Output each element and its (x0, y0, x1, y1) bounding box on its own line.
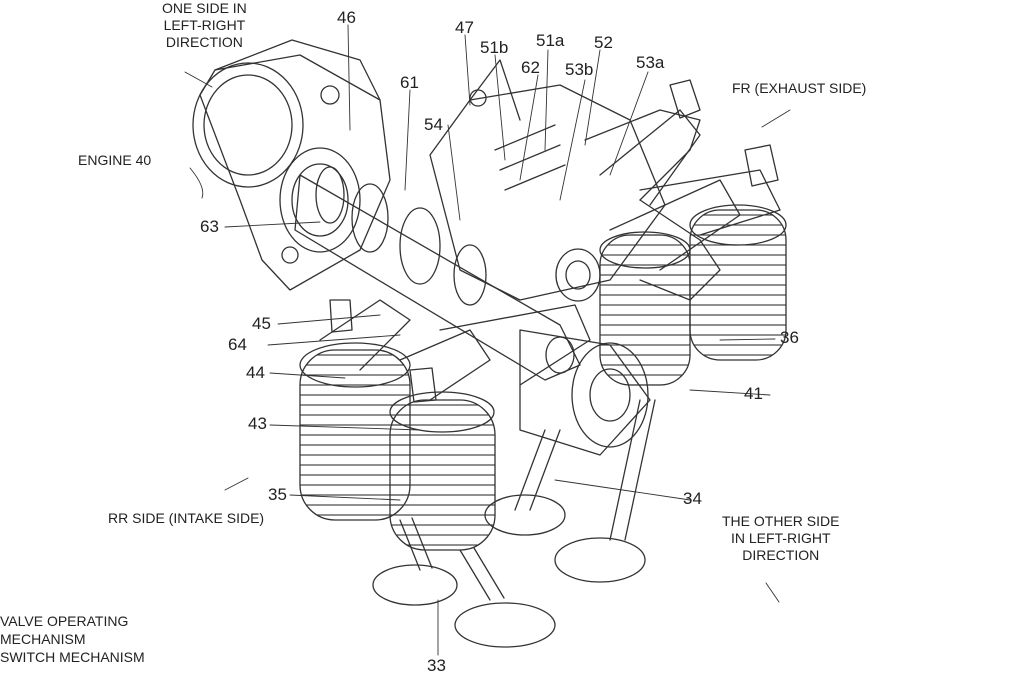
ref-52: 52 (594, 33, 613, 52)
fr-exhaust-side-label: FR (EXHAUST SIDE) (732, 80, 867, 96)
ref-45: 45 (252, 314, 271, 333)
one-side-line-3: DIRECTION (165, 34, 243, 50)
ref-34: 34 (683, 489, 702, 508)
ref-44: 44 (246, 363, 265, 382)
ref-47: 47 (455, 18, 474, 37)
corner-line-3: SWITCH MECHANISM (0, 649, 145, 665)
leader-lines (184, 24, 791, 656)
intake-valve-springs (299, 342, 496, 551)
ref-53a: 53a (636, 53, 665, 72)
one-side-line-1: ONE SIDE IN (162, 0, 247, 16)
ref-41: 41 (744, 384, 763, 403)
ref-62: 62 (521, 58, 540, 77)
ref-51a: 51a (536, 31, 565, 50)
ref-36: 36 (780, 328, 799, 347)
intake-valves (372, 517, 556, 648)
ref-46: 46 (337, 8, 356, 27)
ref-35: 35 (268, 485, 287, 504)
ref-53b: 53b (565, 60, 594, 79)
corner-line-1: VALVE OPERATING (0, 613, 129, 629)
ref-63: 63 (200, 217, 219, 236)
one-side-direction-label: ONE SIDE IN LEFT-RIGHT DIRECTION (162, 0, 247, 51)
ref-51b: 51b (480, 38, 509, 57)
other-side-line-1: THE OTHER SIDE (722, 513, 840, 529)
corner-caption: VALVE OPERATING MECHANISM SWITCH MECHANI… (0, 612, 145, 666)
other-side-line-2: IN LEFT-RIGHT (730, 530, 831, 546)
corner-line-2: MECHANISM (0, 631, 86, 647)
ref-64: 64 (228, 335, 247, 354)
engine-assembly-label: ENGINE 40 (78, 152, 152, 168)
gear-housing (192, 39, 391, 291)
exhaust-valve-springs (599, 204, 787, 386)
camshaft (294, 166, 591, 386)
ref-54: 54 (424, 115, 443, 134)
ref-43: 43 (248, 414, 267, 433)
ref-33: 33 (427, 656, 446, 675)
other-side-direction-label: THE OTHER SIDE IN LEFT-RIGHT DIRECTION (722, 513, 839, 564)
ref-61: 61 (400, 73, 419, 92)
rr-intake-side-label: RR SIDE (INTAKE SIDE) (108, 510, 265, 526)
one-side-line-2: LEFT-RIGHT (163, 17, 246, 33)
other-side-line-3: DIRECTION (742, 547, 820, 563)
